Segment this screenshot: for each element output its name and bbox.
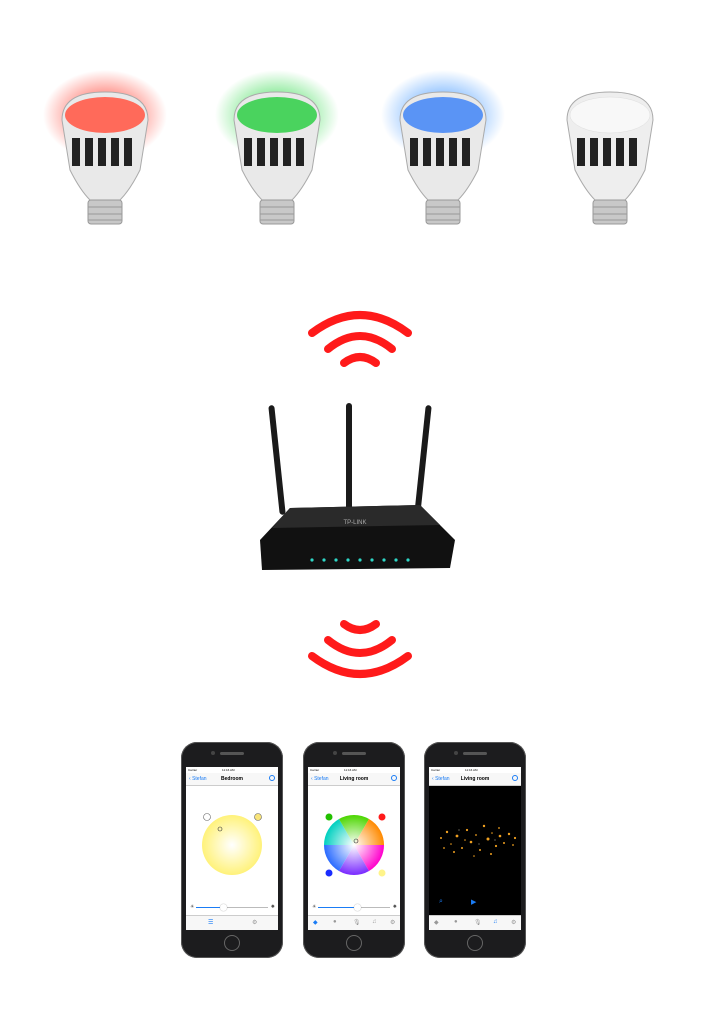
nav-bar: ‹ Stefan Living room xyxy=(308,773,400,786)
phone-living-room-music: Carrier 11:16 AM ‹ Stefan Living room xyxy=(424,742,526,958)
slider-knob[interactable] xyxy=(220,904,227,911)
router-brand: TP-LINK xyxy=(343,520,366,526)
led-bulb-white xyxy=(566,91,654,225)
tab-bar: ☰ ⚙ xyxy=(186,915,278,930)
page-title: Living room xyxy=(339,776,369,782)
status-time: 11:16 AM xyxy=(344,768,357,772)
tab-music-icon[interactable]: ♫ xyxy=(372,919,377,925)
brightness-high-icon: ✹ xyxy=(270,904,275,910)
power-icon[interactable] xyxy=(512,775,518,781)
tab-settings-icon[interactable]: ⚙ xyxy=(511,920,517,926)
phone-screen: Carrier 11:16 AM ‹ Stefan Living room xyxy=(308,767,400,930)
phone-screen: Carrier 11:16 AM ‹ Stefan Living room xyxy=(429,767,521,930)
back-button[interactable]: ‹ Stefan xyxy=(189,776,207,782)
preset-green-icon[interactable] xyxy=(325,813,333,821)
bulb-body xyxy=(399,91,487,225)
back-label: Stefan xyxy=(435,776,450,782)
led-bulb-red xyxy=(43,70,167,225)
wifi-signal-icon-up xyxy=(308,311,412,367)
music-visualizer: ⌕ ▶ xyxy=(429,786,521,916)
home-button[interactable] xyxy=(346,935,362,951)
wifi-router: TP-LINK xyxy=(260,403,455,570)
search-icon[interactable]: ⌕ xyxy=(439,898,443,905)
phone-bedroom: Carrier 11:16 AM ‹ Stefan Bedroom ☀ xyxy=(181,742,283,958)
tab-bar: ◆ ● 🎙 ♫ ⚙ xyxy=(429,915,521,930)
preset-blue-icon[interactable] xyxy=(325,869,333,877)
tab-color-icon[interactable]: ◆ xyxy=(434,920,439,926)
back-button[interactable]: ‹ Stefan xyxy=(311,776,329,782)
status-bar: Carrier 11:16 AM xyxy=(186,767,278,773)
brightness-slider[interactable] xyxy=(318,904,390,911)
speaker-grille xyxy=(220,752,244,755)
nav-bar: ‹ Stefan Bedroom xyxy=(186,773,278,786)
tab-mic-icon[interactable]: 🎙 xyxy=(353,920,361,926)
slider-fill xyxy=(196,907,224,908)
tab-bar: ◆ ● 🎙 ♫ ⚙ xyxy=(308,915,400,930)
power-icon[interactable] xyxy=(269,775,275,781)
nav-bar: ‹ Stefan Living room xyxy=(429,773,521,786)
color-picker-knob[interactable] xyxy=(353,838,359,844)
router-status-leds xyxy=(310,558,410,562)
status-bar: Carrier 11:16 AM xyxy=(308,767,400,773)
power-icon[interactable] xyxy=(391,775,397,781)
brightness-high-icon: ✹ xyxy=(392,904,397,910)
wifi-signal-icon-down xyxy=(308,620,412,678)
brightness-low-icon: ☀ xyxy=(312,904,317,910)
tab-mic-icon[interactable]: 🎙 xyxy=(474,920,482,926)
brightness-slider[interactable] xyxy=(196,904,268,911)
visualizer-particles xyxy=(440,824,517,857)
page-title: Living room xyxy=(460,776,490,782)
back-label: Stefan xyxy=(192,776,207,782)
phone-living-room-color: Carrier 11:16 AM ‹ Stefan Living room xyxy=(303,742,405,958)
brightness-low-icon: ☀ xyxy=(190,904,195,910)
tab-settings-icon[interactable]: ⚙ xyxy=(252,920,258,926)
page-title: Bedroom xyxy=(221,776,243,782)
status-time: 11:16 AM xyxy=(222,768,235,772)
led-bulb-blue xyxy=(381,70,505,225)
tab-music-icon[interactable]: ♫ xyxy=(493,919,498,925)
tab-list-icon[interactable]: ☰ xyxy=(208,920,214,926)
speaker-grille xyxy=(342,752,366,755)
phone-screen: Carrier 11:16 AM ‹ Stefan Bedroom ☀ xyxy=(186,767,278,930)
bulb-body xyxy=(566,91,654,225)
status-time: 11:16 AM xyxy=(465,768,478,772)
led-bulb-green xyxy=(215,70,339,225)
status-carrier: Carrier xyxy=(188,768,198,772)
speaker-grille xyxy=(463,752,487,755)
home-button[interactable] xyxy=(467,935,483,951)
back-label: Stefan xyxy=(314,776,329,782)
back-button[interactable]: ‹ Stefan xyxy=(432,776,450,782)
play-icon[interactable]: ▶ xyxy=(471,899,477,906)
tab-white-icon[interactable]: ● xyxy=(454,919,458,925)
preset-red-icon[interactable] xyxy=(378,813,386,821)
tab-white-icon[interactable]: ● xyxy=(333,919,337,925)
preset-cool-icon[interactable] xyxy=(203,813,211,821)
bulb-body xyxy=(61,91,149,225)
tab-color-icon[interactable]: ◆ xyxy=(313,920,318,926)
bulb-body xyxy=(233,91,321,225)
status-carrier: Carrier xyxy=(431,768,441,772)
white-temperature-wheel[interactable] xyxy=(186,787,278,897)
color-picker-knob[interactable] xyxy=(217,826,223,832)
status-carrier: Carrier xyxy=(310,768,320,772)
tab-settings-icon[interactable]: ⚙ xyxy=(390,920,396,926)
slider-knob[interactable] xyxy=(354,904,361,911)
camera-icon xyxy=(454,751,458,755)
home-button[interactable] xyxy=(224,935,240,951)
camera-icon xyxy=(333,751,337,755)
camera-icon xyxy=(211,751,215,755)
color-wheel[interactable] xyxy=(308,787,400,897)
slider-fill xyxy=(318,907,358,908)
preset-warm-icon[interactable] xyxy=(254,813,262,821)
status-bar: Carrier 11:16 AM xyxy=(429,767,521,773)
preset-yellow-icon[interactable] xyxy=(378,869,386,877)
